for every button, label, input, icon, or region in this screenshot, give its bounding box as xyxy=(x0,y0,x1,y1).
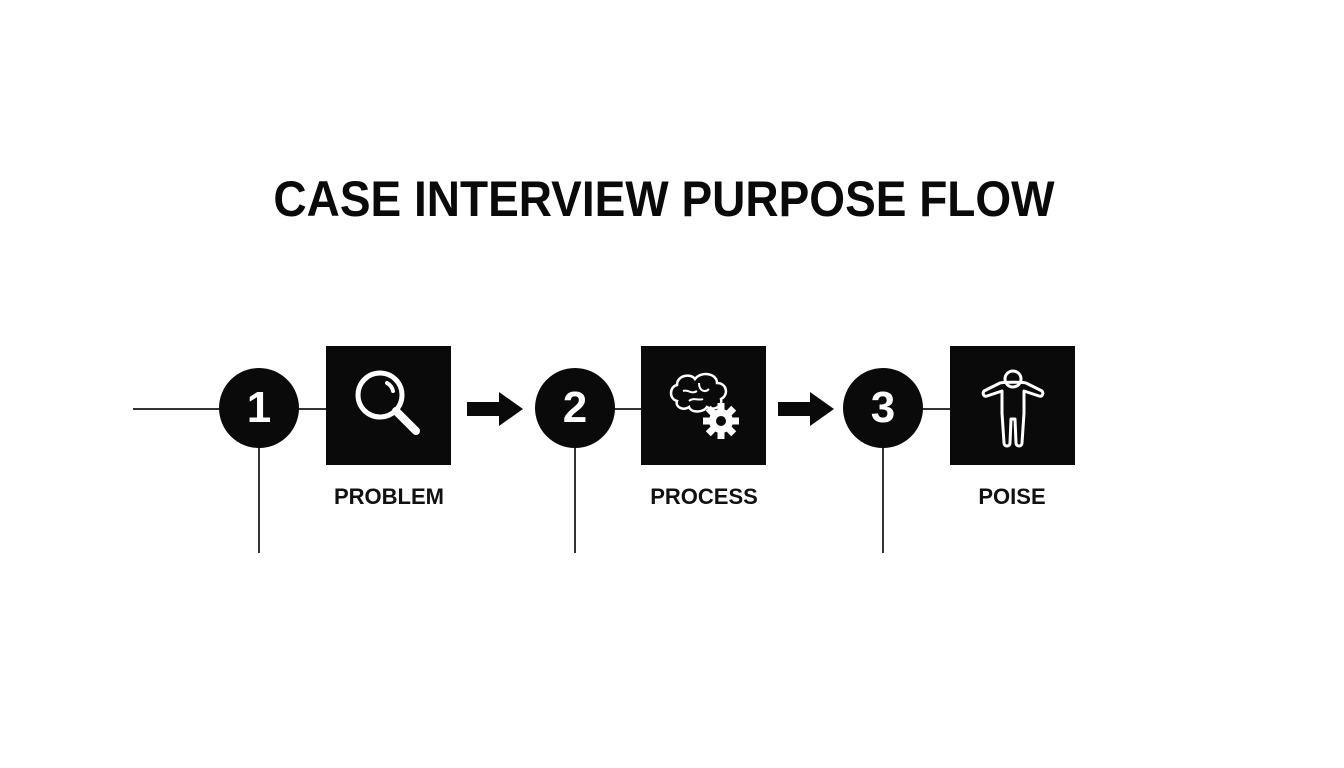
step-tile-poise xyxy=(950,346,1075,465)
connector-line-1 xyxy=(298,408,328,410)
person-arms-raised-icon xyxy=(981,369,1044,447)
step-label-problem: PROBLEM xyxy=(334,484,444,509)
drop-line-1 xyxy=(258,446,260,553)
step-number-1: 1 xyxy=(219,368,299,448)
step-label-process: PROCESS xyxy=(650,484,758,509)
magnifying-glass-icon xyxy=(355,370,420,435)
step-tile-problem xyxy=(326,346,451,465)
connector-line-3 xyxy=(922,408,952,410)
diagram-title: CASE INTERVIEW PURPOSE FLOW xyxy=(273,171,1055,227)
arrow-right-icon xyxy=(467,392,523,426)
arrow-right-icon xyxy=(778,392,834,426)
brain-gear-icon xyxy=(669,372,739,439)
drop-line-2 xyxy=(574,446,576,553)
lead-in-line xyxy=(133,408,223,410)
step-number-2: 2 xyxy=(535,368,615,448)
step-number-3: 3 xyxy=(843,368,923,448)
step-tile-process xyxy=(641,346,766,465)
step-label-poise: POISE xyxy=(978,484,1046,509)
connector-line-2 xyxy=(614,408,644,410)
drop-line-3 xyxy=(882,446,884,553)
